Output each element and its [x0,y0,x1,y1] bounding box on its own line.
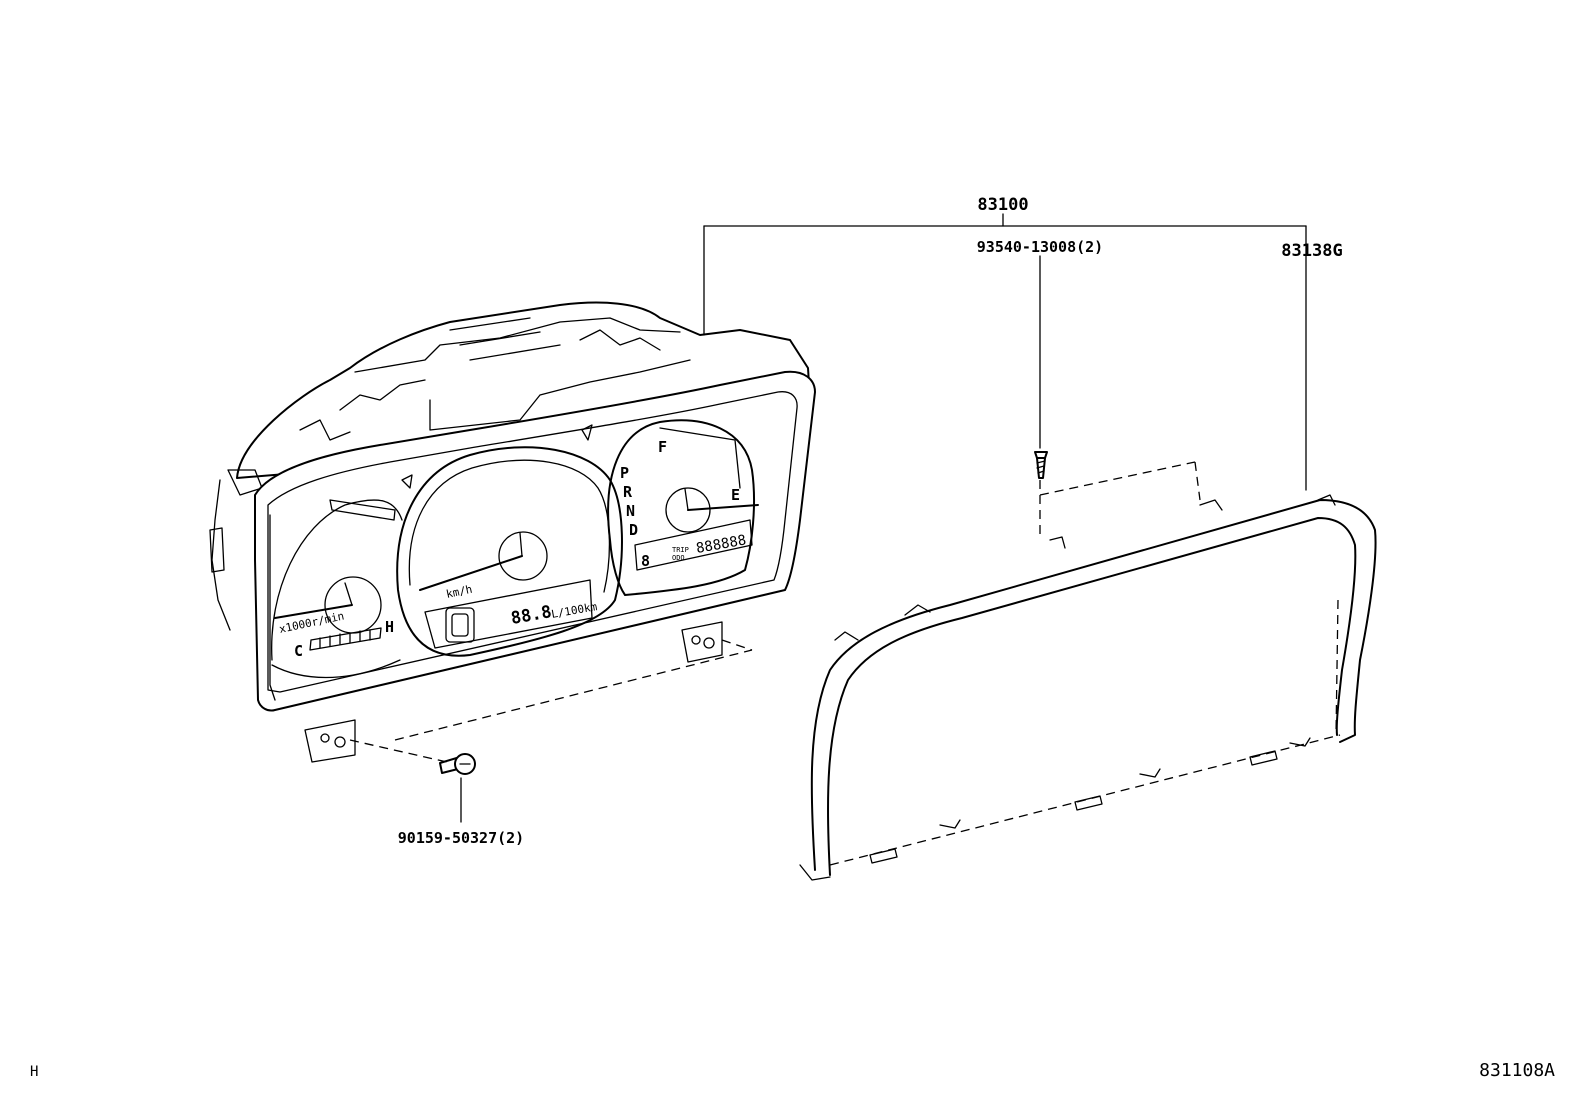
temp-cold-label: C [294,642,303,660]
odo-trip-label: TRIP [672,546,689,554]
gear-p-label: P [620,464,629,482]
gear-digit: 8 [641,552,650,570]
mounting-dash-lines [349,461,1201,763]
footer-left-code: H [30,1064,38,1080]
gear-r-label: R [623,483,633,501]
turn-signal-right-icon [581,424,593,441]
temp-hot-label: H [385,618,394,636]
drawing-number: 831108A [1479,1060,1555,1081]
meter-glass-frame [799,494,1377,881]
fuel-full-label: F [658,438,667,456]
gear-n-label: N [626,502,635,520]
part-label-90159-50327: 90159-50327(2) [398,829,524,847]
gear-d-label: D [629,521,638,539]
part-label-83138G: 83138G [1281,241,1342,261]
screw-upper-icon [1034,451,1048,479]
turn-signal-left-icon [401,474,413,489]
screw-lower-icon [439,753,476,775]
fuel-empty-label: E [731,486,740,504]
speed-unit-label: km/h [445,583,474,601]
leader-lines [460,213,1307,823]
part-label-93540-13008: 93540-13008(2) [977,238,1103,256]
odo-label: ODO [672,554,685,562]
combination-meter: x1000r/min C H km/h 88.8 L/100km P R N D… [209,301,816,763]
part-label-83100: 83100 [977,195,1028,215]
